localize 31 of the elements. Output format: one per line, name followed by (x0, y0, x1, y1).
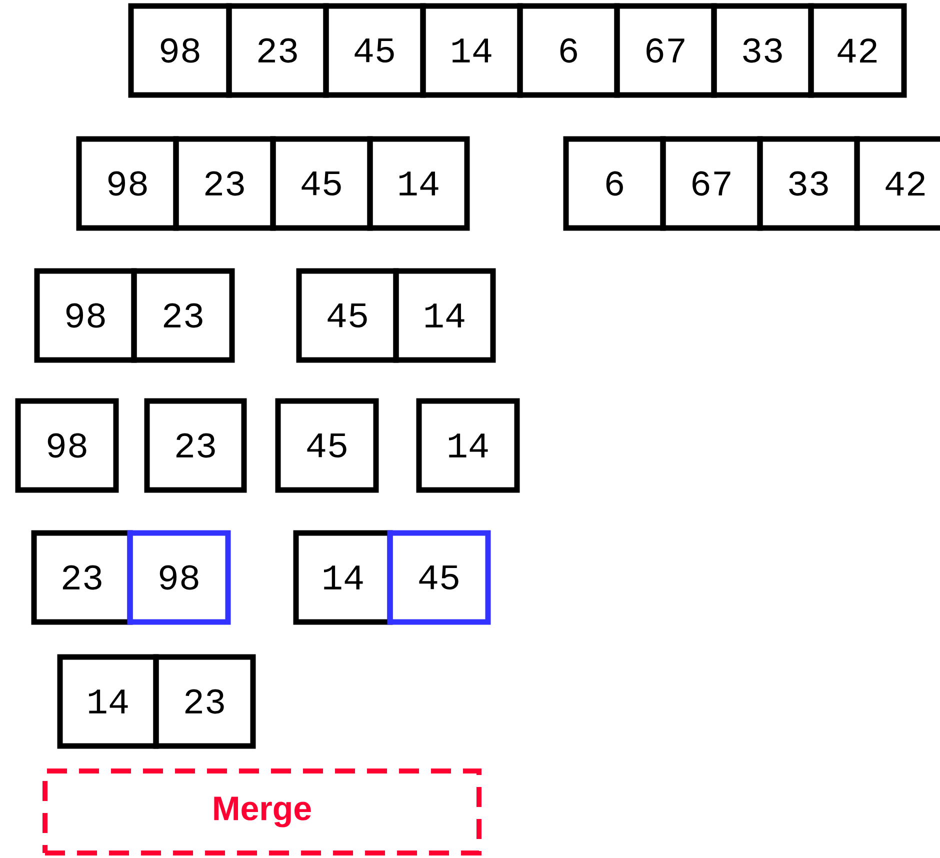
array-cell: 6 (517, 3, 620, 98)
array-cell: 23 (226, 3, 329, 98)
array-cell: 23 (144, 398, 247, 493)
array-cell: 45 (387, 530, 491, 625)
array-cell: 23 (131, 268, 235, 363)
merge-box: Merge (42, 768, 482, 856)
array-cell: 98 (15, 398, 119, 493)
array-cell: 67 (614, 3, 717, 98)
array-cell: 45 (275, 398, 379, 493)
array-cell: 14 (416, 398, 520, 493)
array-cell: 67 (660, 136, 763, 231)
array-cell: 98 (34, 268, 137, 363)
array-cell: 98 (127, 530, 231, 625)
array-cell: 14 (57, 654, 159, 749)
array-cell: 45 (323, 3, 426, 98)
array-cell: 33 (711, 3, 814, 98)
array-cell: 42 (854, 136, 940, 231)
array-cell: 23 (31, 530, 133, 625)
array-cell: 14 (420, 3, 523, 98)
array-cell: 98 (76, 136, 179, 231)
array-cell: 14 (293, 530, 393, 625)
array-cell: 6 (563, 136, 666, 231)
array-cell: 23 (153, 654, 256, 749)
array-cell: 14 (393, 268, 496, 363)
array-cell: 23 (173, 136, 276, 231)
array-cell: 42 (808, 3, 907, 98)
array-cell: 14 (367, 136, 470, 231)
array-cell: 33 (757, 136, 860, 231)
array-cell: 45 (296, 268, 399, 363)
array-cell: 98 (128, 3, 232, 98)
array-cell: 45 (270, 136, 373, 231)
